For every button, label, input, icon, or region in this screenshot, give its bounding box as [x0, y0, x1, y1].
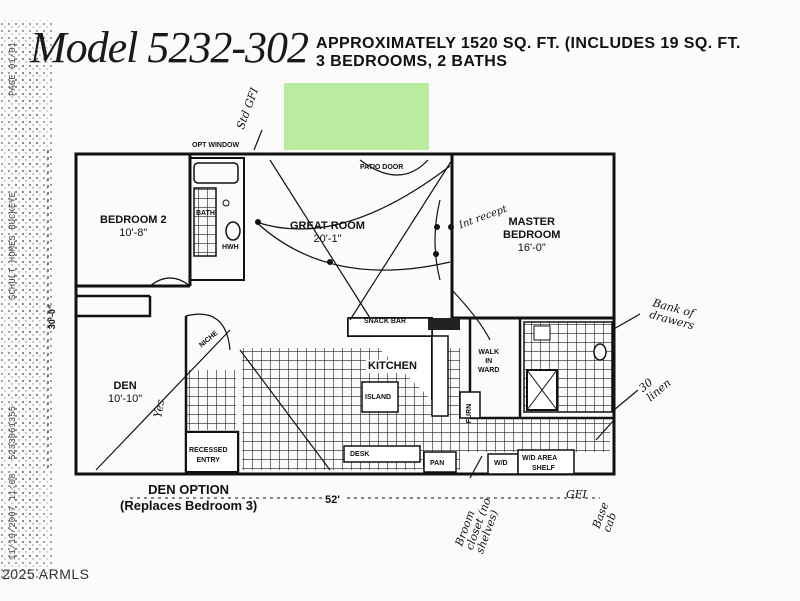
- label-desk: DESK: [350, 451, 370, 458]
- label-dim-30: 30'-0": [47, 304, 58, 330]
- fax-sender: SCHULT HOMES BUCKEYE: [8, 191, 18, 300]
- label-bath: BATH: [196, 210, 215, 217]
- fax-page: PAGE 01/01: [8, 41, 18, 96]
- label-opt-window: OPT WINDOW: [192, 142, 240, 149]
- note-gfi: GFI: [566, 488, 587, 501]
- header-bedrooms: 3 BEDROOMS, 2 BATHS: [316, 53, 508, 70]
- fax-phone: 5233861355: [8, 405, 18, 460]
- label-furn: FURN: [466, 403, 474, 424]
- label-hwh: HWH: [222, 244, 239, 251]
- label-pan: PAN: [430, 460, 445, 467]
- fax-datetime: 11/19/2007 11:08: [8, 473, 18, 560]
- label-kitchen: KITCHEN: [366, 360, 419, 373]
- label-snack-bar: SNACK BAR: [364, 318, 406, 325]
- sticky-note: [284, 83, 429, 150]
- model-title: Model 5232-302: [30, 23, 309, 72]
- label-wd: W/D: [494, 460, 508, 467]
- outer-wall: [74, 152, 616, 476]
- den-option-caption: DEN OPTION (Replaces Bedroom 3): [120, 482, 258, 513]
- label-patio-door: PATIO DOOR: [360, 164, 404, 171]
- label-dim-52: 52': [322, 494, 343, 506]
- label-island: ISLAND: [365, 394, 392, 401]
- header-sqft: APPROXIMATELY 1520 SQ. FT. (INCLUDES 19 …: [316, 35, 741, 52]
- copyright: 2025 ARMLS: [2, 566, 90, 582]
